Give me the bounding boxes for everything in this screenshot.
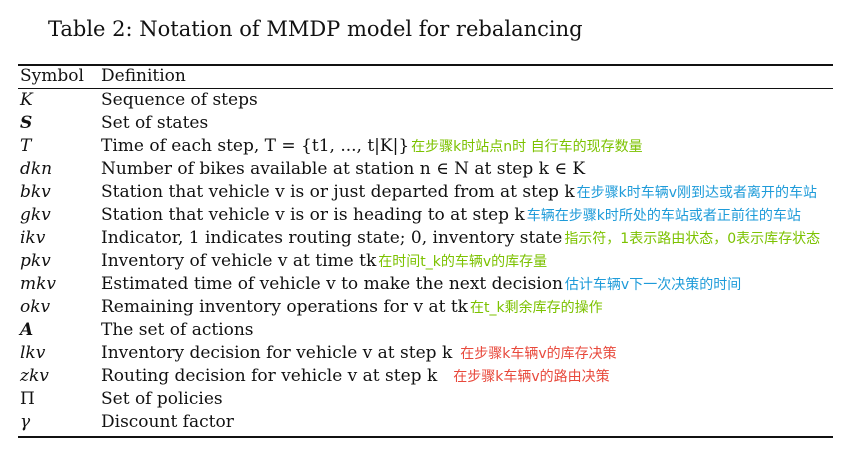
definition-text: Indicator, 1 indicates routing state; 0,…: [101, 228, 563, 248]
chinese-annotation: 在时间t_k的车辆v的库存量: [378, 254, 548, 270]
table-row: A The set of actions: [0, 319, 857, 342]
definition-cell: Discount factor: [101, 412, 234, 432]
table-caption: Table 2: Notation of MMDP model for reba…: [48, 17, 583, 41]
definition-text: Inventory decision for vehicle v at step…: [101, 343, 453, 363]
chinese-annotation: 车辆在步骤k时所处的车站或者正前往的车站: [526, 208, 801, 224]
table-row: dkn Number of bikes available at station…: [0, 158, 857, 181]
header-definition: Definition: [101, 66, 186, 86]
symbol-cell: bkv: [20, 182, 51, 202]
table-row: T Time of each step, T = {t1, ..., t|K|}…: [0, 135, 857, 158]
chinese-annotation: 在步骤k车辆v的路由决策: [453, 369, 610, 385]
chinese-annotation: 在步骤k车辆v的库存决策: [460, 346, 617, 362]
definition-cell: Indicator, 1 indicates routing state; 0,…: [101, 227, 820, 251]
table-row: ikv Indicator, 1 indicates routing state…: [0, 227, 857, 250]
table-row: bkv Station that vehicle v is or just de…: [0, 181, 857, 204]
definition-text: Inventory of vehicle v at time tk: [101, 251, 377, 271]
table-row: K Sequence of steps: [0, 89, 857, 112]
symbol-cell: pkv: [20, 251, 51, 271]
symbol-cell: mkv: [20, 274, 57, 294]
definition-cell: Inventory decision for vehicle v at step…: [101, 342, 617, 366]
symbol-cell: A: [20, 320, 34, 340]
chinese-annotation: 估计车辆v下一次决策的时间: [564, 277, 742, 293]
definition-text: Routing decision for vehicle v at step k: [101, 366, 438, 386]
definition-cell: Routing decision for vehicle v at step k…: [101, 365, 610, 389]
definition-text: Remaining inventory operations for v at …: [101, 297, 468, 317]
table-row: γ Discount factor: [0, 411, 857, 434]
table-row: lkv Inventory decision for vehicle v at …: [0, 342, 857, 365]
definition-text: Station that vehicle v is or just depart…: [101, 182, 575, 202]
symbol-cell: lkv: [20, 343, 46, 363]
symbol-cell: T: [20, 136, 32, 156]
bottom-rule: [18, 436, 833, 438]
top-rule: [18, 64, 833, 66]
chinese-annotation: 在t_k剩余库存的操作: [469, 300, 603, 316]
table-row: okv Remaining inventory operations for v…: [0, 296, 857, 319]
definition-text: Time of each step, T = {t1, ..., t|K|}: [101, 136, 410, 156]
symbol-cell: ikv: [20, 228, 46, 248]
definition-cell: Set of policies: [101, 389, 223, 409]
symbol-cell: S: [20, 113, 33, 133]
definition-cell: Estimated time of vehicle v to make the …: [101, 273, 741, 297]
table-row: gkv Station that vehicle v is or is head…: [0, 204, 857, 227]
definition-text: Station that vehicle v is or is heading …: [101, 205, 525, 225]
definition-cell: Station that vehicle v is or just depart…: [101, 181, 817, 205]
table-row: mkv Estimated time of vehicle v to make …: [0, 273, 857, 296]
table-row: zkv Routing decision for vehicle v at st…: [0, 365, 857, 388]
definition-cell: Sequence of steps: [101, 90, 258, 110]
header-symbol: Symbol: [20, 66, 84, 86]
symbol-cell: zkv: [20, 366, 49, 386]
symbol-cell: okv: [20, 297, 51, 317]
definition-cell: Remaining inventory operations for v at …: [101, 296, 603, 320]
definition-text: Estimated time of vehicle v to make the …: [101, 274, 563, 294]
table-row: Π Set of policies: [0, 388, 857, 411]
chinese-annotation: 指示符，1表示路由状态，0表示库存状态: [564, 231, 821, 247]
definition-cell: Station that vehicle v is or is heading …: [101, 204, 801, 228]
table-row: S Set of states: [0, 112, 857, 135]
definition-cell: The set of actions: [101, 320, 254, 340]
chinese-annotation: 在步骤k时站点n时 自行车的现存数量: [411, 139, 643, 155]
definition-cell: Set of states: [101, 113, 209, 133]
symbol-cell: dkn: [20, 159, 53, 179]
chinese-annotation: 在步骤k时车辆v刚到达或者离开的车站: [576, 185, 818, 201]
symbol-cell: gkv: [20, 205, 51, 225]
symbol-cell: Π: [20, 389, 35, 409]
header-rule: [18, 88, 833, 89]
symbol-cell: K: [20, 90, 33, 110]
definition-cell: Number of bikes available at station n ∈…: [101, 159, 586, 179]
symbol-cell: γ: [20, 412, 31, 432]
definition-cell: Time of each step, T = {t1, ..., t|K|}在步…: [101, 135, 643, 159]
table-header-row: Symbol Definition: [0, 65, 857, 88]
